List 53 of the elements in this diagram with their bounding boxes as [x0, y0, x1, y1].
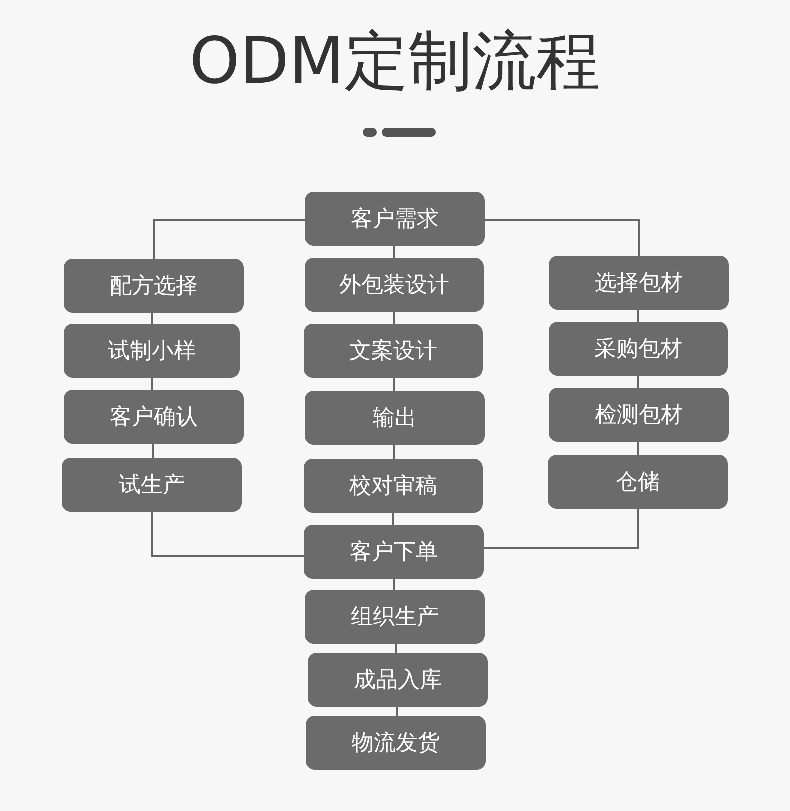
process-box [304, 459, 483, 513]
connector-line [151, 313, 153, 324]
process-box [549, 388, 729, 442]
step-label: 文案设计 [350, 338, 438, 366]
process-box [305, 192, 485, 246]
connector-line [394, 246, 396, 258]
step-label: 配方选择 [110, 273, 198, 301]
connector-line [485, 219, 640, 256]
connector-line [153, 219, 305, 259]
process-box [64, 259, 244, 313]
step-label: 客户需求 [351, 206, 439, 234]
process-box [549, 322, 728, 376]
process-box [305, 590, 485, 644]
connector-line [638, 442, 640, 455]
process-box [64, 324, 240, 378]
step-label: 校对审稿 [350, 473, 438, 501]
step-label: 成品入库 [354, 667, 442, 695]
step-label: 采购包材 [594, 336, 682, 364]
connector-line [393, 312, 395, 324]
connector-line [394, 579, 396, 590]
step-label: 输出 [373, 405, 417, 433]
process-box [62, 458, 242, 512]
step-label: 试生产 [119, 472, 185, 500]
process-box [306, 716, 486, 770]
title: ODM定制流程 [190, 25, 600, 99]
connector-line [638, 310, 640, 322]
step-label: 客户下单 [350, 539, 438, 567]
connector-line [638, 376, 640, 388]
step-label: 组织生产 [351, 604, 439, 632]
connector-line [396, 707, 398, 716]
step-label: 仓储 [616, 469, 660, 497]
step-label: 外包装设计 [340, 272, 450, 300]
step-label: 试制小样 [108, 338, 196, 366]
process-box [548, 455, 728, 509]
step-label: 客户确认 [110, 404, 198, 432]
process-box [305, 391, 485, 445]
step-label: 选择包材 [595, 270, 683, 298]
process-box [305, 258, 484, 312]
connector-line [393, 445, 395, 459]
step-label: 物流发货 [352, 730, 440, 758]
process-box [304, 525, 484, 579]
connector-line [484, 509, 639, 549]
process-box [308, 653, 488, 707]
connector-line [392, 513, 394, 525]
process-box [549, 256, 729, 310]
connector-line [151, 512, 304, 557]
step-label: 检测包材 [595, 402, 683, 430]
connector-line [396, 644, 398, 653]
process-box [64, 390, 244, 444]
connector-line [152, 444, 154, 458]
process-box [304, 324, 483, 378]
connector-line [151, 378, 153, 390]
connector-line [393, 378, 395, 391]
